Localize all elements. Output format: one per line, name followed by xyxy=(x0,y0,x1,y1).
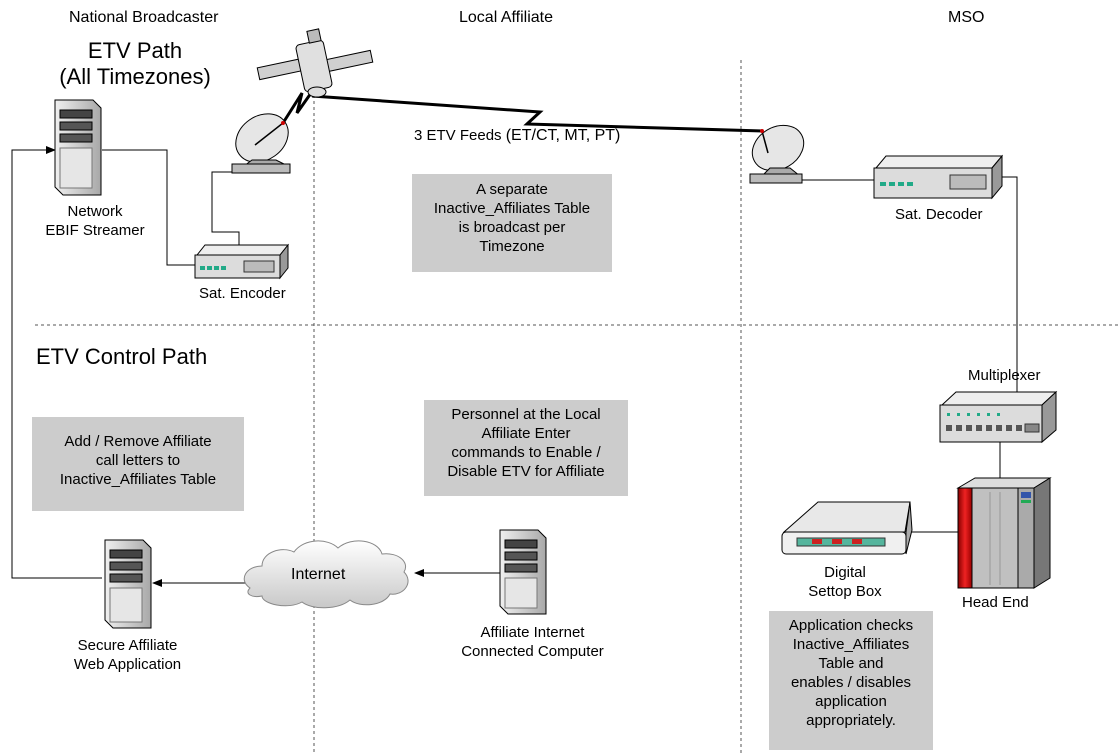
note-application-line1: Application checks xyxy=(788,617,914,634)
note-timezone-line2: Inactive_Affiliates Table xyxy=(433,200,591,217)
settop-label-line1: Digital xyxy=(824,564,866,581)
etv-control-path-title: ETV Control Path xyxy=(36,344,208,369)
etv-path-title: ETV Path (All Timezones) xyxy=(40,38,230,90)
connections xyxy=(11,146,1018,587)
note-add-remove-line2: call letters to xyxy=(95,452,181,469)
note-personnel-line3: commands to Enable / xyxy=(451,444,601,461)
streamer-label: Network EBIF Streamer xyxy=(40,202,150,240)
note-application-line6: appropriately. xyxy=(806,712,896,729)
note-personnel-line2: Affiliate Enter xyxy=(481,425,571,442)
line-loop-webapp-streamer xyxy=(11,146,102,579)
affiliate-server-icon xyxy=(499,529,547,615)
affiliate-computer-label: Affiliate Internet Connected Computer xyxy=(445,623,620,661)
internet-cloud-icon xyxy=(243,540,409,609)
encoder-label: Sat. Encoder xyxy=(199,285,286,302)
decoder-box-icon xyxy=(873,154,1004,200)
streamer-label-line1: Network xyxy=(67,203,123,220)
uplink-dish-icon xyxy=(231,113,291,174)
satellite-icon xyxy=(256,28,374,98)
downlink-dish-icon xyxy=(749,124,805,184)
internet-label: Internet xyxy=(291,566,346,583)
column-mso: MSO xyxy=(948,9,985,26)
line-streamer-encoder xyxy=(102,149,197,266)
multiplexer-icon xyxy=(939,390,1058,444)
note-personnel-line4: Disable ETV for Affiliate xyxy=(447,463,605,480)
note-personnel: Personnel at the Local Affiliate Enter c… xyxy=(424,400,628,496)
webapp-label: Secure Affiliate Web Application xyxy=(45,636,210,674)
settop-box-icon xyxy=(781,501,913,555)
webapp-label-line2: Web Application xyxy=(73,656,182,673)
settop-label: Digital Settop Box xyxy=(780,563,910,601)
note-timezone-line3: is broadcast per xyxy=(458,219,566,236)
note-add-remove-line1: Add / Remove Affiliate xyxy=(64,433,212,450)
webapp-server-icon xyxy=(104,539,152,629)
webapp-label-line1: Secure Affiliate xyxy=(77,637,178,654)
note-timezone-line1: A separate xyxy=(476,181,548,198)
decoder-label: Sat. Decoder xyxy=(895,206,983,223)
downlink-bolt xyxy=(311,94,764,133)
streamer-label-line2: EBIF Streamer xyxy=(45,222,145,239)
etv-path-line1: ETV Path xyxy=(87,38,183,63)
feeds-label-suffix: (ET/CT, MT, PT) xyxy=(505,127,621,144)
column-dividers xyxy=(35,60,1119,753)
etv-path-line2: (All Timezones) xyxy=(59,64,211,89)
headend-label: Head End xyxy=(962,594,1029,611)
streamer-server-icon xyxy=(54,99,102,196)
note-timezone-table: A separate Inactive_Affiliates Table is … xyxy=(412,174,612,272)
note-add-remove-line3: Inactive_Affiliates Table xyxy=(59,471,217,488)
feeds-label-prefix: 3 ETV Feeds xyxy=(414,127,502,144)
note-add-remove: Add / Remove Affiliate call letters to I… xyxy=(32,417,244,511)
column-national-broadcaster: National Broadcaster xyxy=(69,9,219,26)
uplink-bolt xyxy=(281,85,318,124)
headend-icon xyxy=(956,477,1052,589)
line-encoder-dish xyxy=(211,171,252,247)
affiliate-computer-label-line1: Affiliate Internet xyxy=(480,624,585,641)
note-application-line2: Inactive_Affiliates xyxy=(792,636,910,653)
settop-label-line2: Settop Box xyxy=(808,583,882,600)
note-application-line4: enables / disables xyxy=(790,674,912,691)
affiliate-computer-label-line2: Connected Computer xyxy=(461,643,604,660)
multiplexer-label: Multiplexer xyxy=(968,367,1041,384)
note-application-line3: Table and xyxy=(818,655,884,672)
column-local-affiliate: Local Affiliate xyxy=(459,9,553,26)
note-personnel-line1: Personnel at the Local xyxy=(451,406,601,423)
encoder-box-icon xyxy=(194,243,290,280)
feeds-label: 3 ETV Feeds (ET/CT, MT, PT) xyxy=(414,127,620,145)
note-timezone-line4: Timezone xyxy=(479,238,545,255)
note-application: Application checks Inactive_Affiliates T… xyxy=(769,611,933,750)
note-application-line5: application xyxy=(815,693,887,710)
